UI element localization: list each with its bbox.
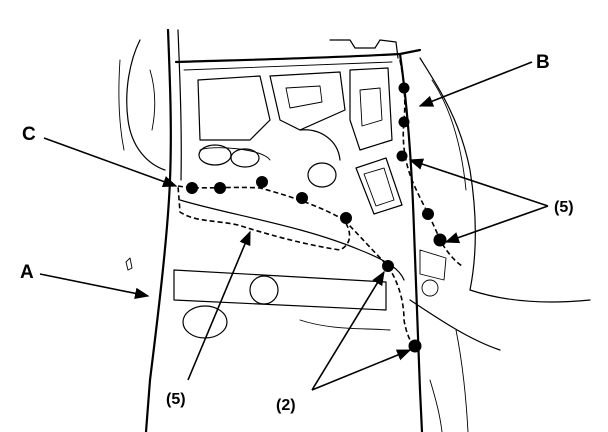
clip-marker <box>382 260 394 272</box>
clip-marker <box>214 182 226 194</box>
clip-marker <box>256 176 268 188</box>
clip-marker <box>186 182 198 194</box>
clip-marker <box>396 150 408 162</box>
clip-marker <box>398 116 410 128</box>
callout-qty-right: (5) <box>554 199 574 216</box>
clip-marker <box>340 212 352 224</box>
clip-marker <box>398 82 410 94</box>
arrow-5-right-upper <box>408 158 549 207</box>
arrow-5-left <box>187 230 251 381</box>
arrow-b <box>418 61 533 107</box>
callout-qty-bottom: (2) <box>276 397 296 414</box>
leader-arrows <box>39 61 549 391</box>
body-panel-outline <box>118 28 591 432</box>
clip-marker <box>408 339 422 353</box>
harness-b-route <box>399 59 463 267</box>
arrow-2-upper <box>311 270 385 391</box>
callout-a: A <box>20 262 34 283</box>
harness-lower-route <box>343 219 417 351</box>
arrow-c <box>43 137 178 187</box>
clip-marker <box>296 192 308 204</box>
callout-qty-left: (5) <box>166 391 186 408</box>
clip-marker <box>433 233 447 247</box>
clips <box>186 82 447 353</box>
arrow-a <box>39 273 150 300</box>
arrow-2-lower <box>311 349 412 391</box>
harness-c-route <box>177 185 351 251</box>
arrow-5-right-lower <box>444 205 549 244</box>
wire-harness-route <box>177 59 463 351</box>
callout-b: B <box>536 52 550 73</box>
clip-marker <box>422 208 434 220</box>
callout-c: C <box>22 124 36 145</box>
